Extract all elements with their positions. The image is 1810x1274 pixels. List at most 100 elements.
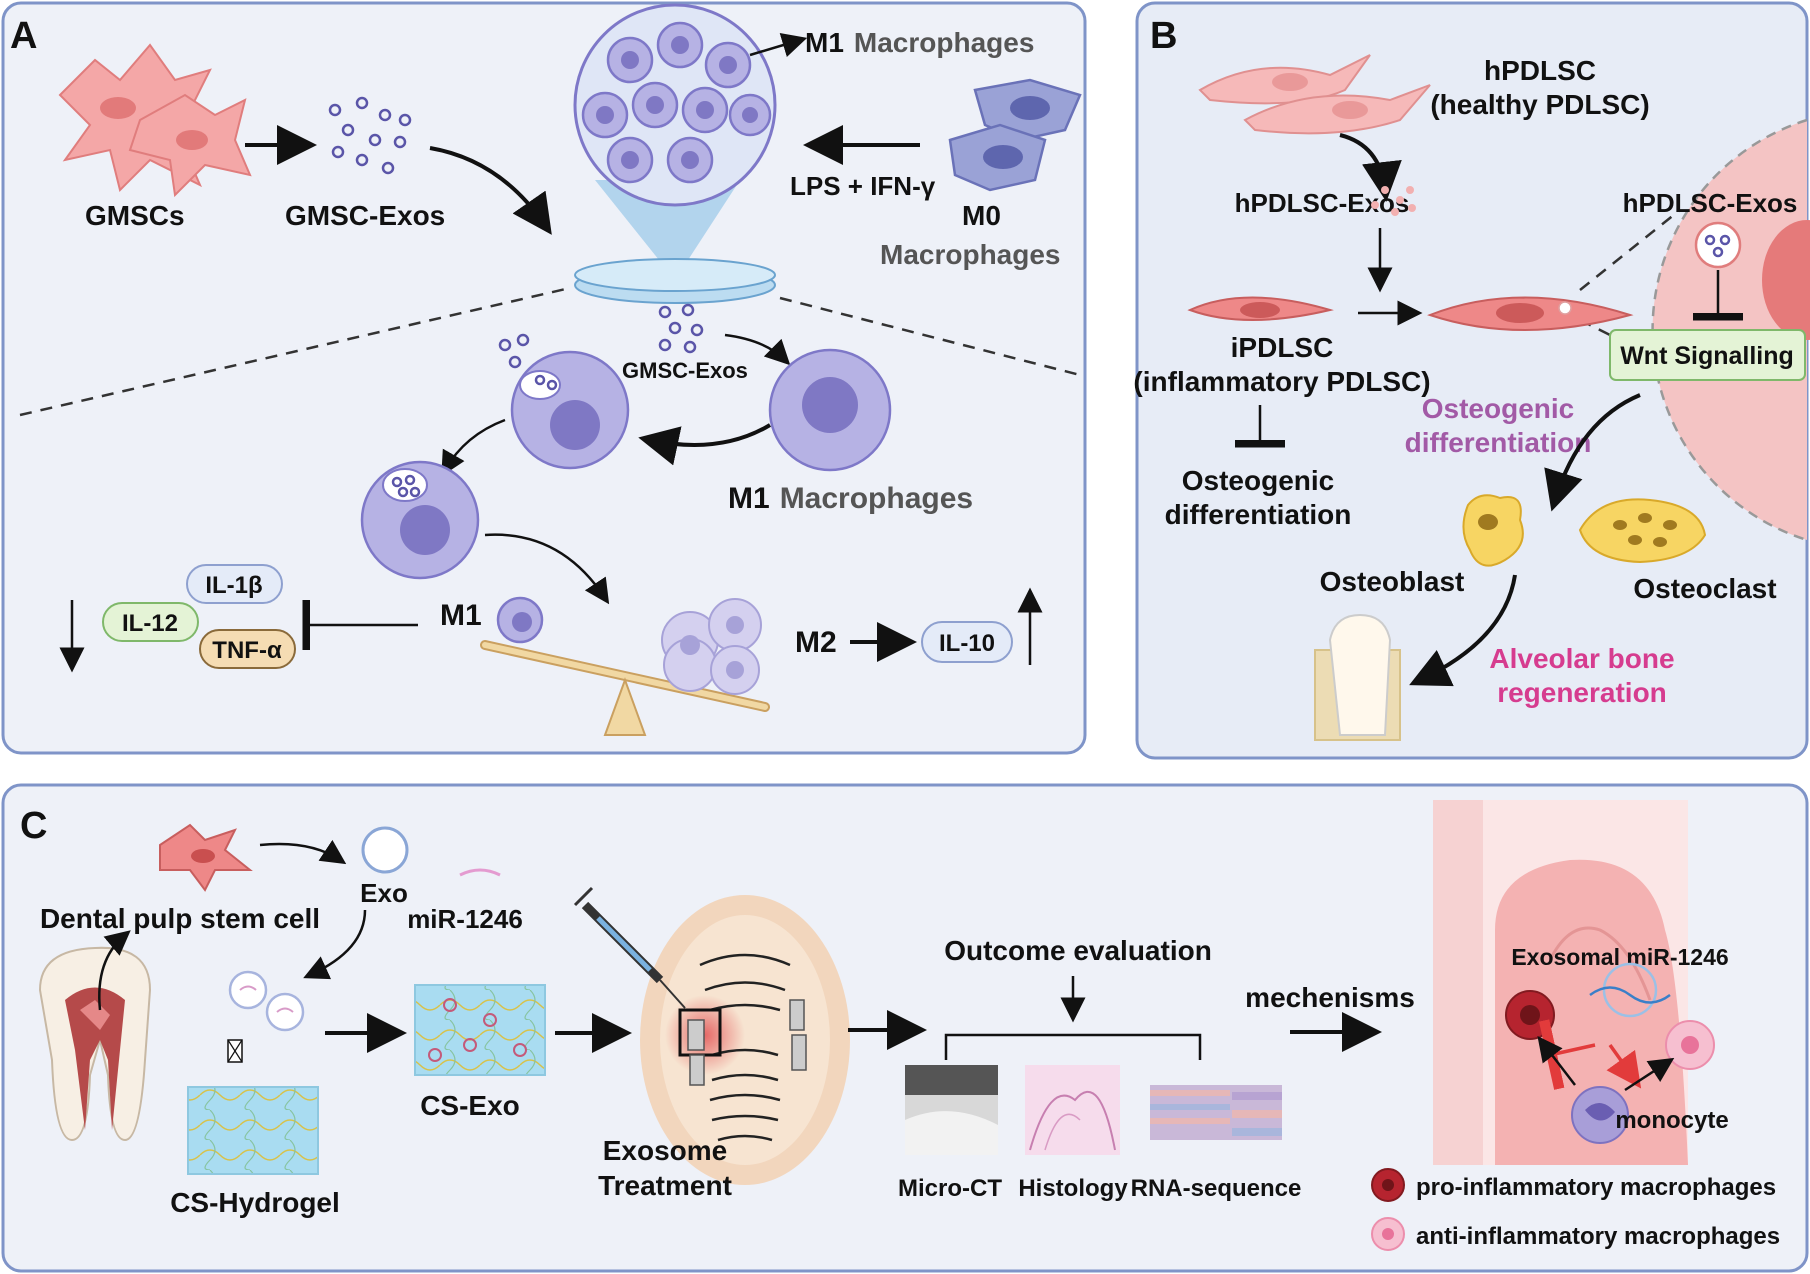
histology-image bbox=[1025, 1065, 1120, 1155]
exo-label: Exo bbox=[360, 878, 408, 908]
promote-anti bbox=[1606, 1043, 1642, 1089]
osteo-diff-label-1: Osteogenic bbox=[1182, 465, 1334, 496]
lps-label: LPS + IFN-γ bbox=[790, 171, 936, 201]
osteo-diff-label-2: differentiation bbox=[1165, 499, 1352, 530]
tooth-bone-icon bbox=[1314, 613, 1401, 741]
m0-macrophages-label: Macrophages bbox=[880, 239, 1061, 270]
arrow-hpdlsc-to-exos bbox=[1339, 133, 1402, 202]
gmsc-exos-label: GMSC-Exos bbox=[285, 200, 445, 231]
hpdlsc-exos-right-label: hPDLSC-Exos bbox=[1623, 188, 1798, 218]
treated-pdlsc-icon bbox=[1427, 296, 1634, 331]
svg-text:IL-1β: IL-1β bbox=[205, 572, 262, 599]
cytokine-il12: IL-12 bbox=[102, 602, 199, 642]
cytokine-tnfa: TNF-α bbox=[199, 629, 296, 669]
arrow-exo-to-mix bbox=[303, 909, 367, 980]
legend-anti: anti-inflammatory macrophages bbox=[1371, 1217, 1780, 1251]
exo-mirna-icon bbox=[228, 970, 305, 1032]
gmsc-exos-small-label: GMSC-Exos bbox=[622, 358, 748, 383]
m1-seesaw-label: M1 bbox=[440, 599, 482, 632]
exos-below-dish-icon bbox=[658, 303, 704, 354]
target-cell-nucleus bbox=[1762, 220, 1810, 340]
arrow-to-seesaw bbox=[484, 533, 610, 605]
mechanisms-label: mechenisms bbox=[1245, 982, 1415, 1013]
palate-treatment-icon bbox=[640, 895, 850, 1185]
arrow-exos-to-m1 bbox=[724, 333, 791, 366]
panel-c-letter: C bbox=[20, 805, 47, 847]
m2-cluster-icon bbox=[661, 598, 762, 695]
cs-exo-label: CS-Exo bbox=[420, 1090, 520, 1121]
panel-b-letter: B bbox=[1150, 15, 1177, 57]
outcome-bracket bbox=[944, 1033, 1202, 1060]
zoom-line-b1 bbox=[1579, 209, 1681, 291]
exosome-rna-icon bbox=[1589, 962, 1671, 1018]
legend-pro: pro-inflammatory macrophages bbox=[1371, 1168, 1776, 1202]
svg-text:Wnt Signalling: Wnt Signalling bbox=[1620, 342, 1794, 370]
panel-a-letter: A bbox=[10, 15, 37, 57]
osteoclast-icon bbox=[1578, 498, 1707, 564]
panel-a: A GMSCs GMSC-Exos bbox=[1, 1, 1087, 755]
m2-label: M2 bbox=[795, 626, 837, 659]
cytokine-il1b: IL-1β bbox=[186, 564, 283, 604]
m0-macrophage-icon bbox=[948, 78, 1082, 192]
mir-label: miR-1246 bbox=[407, 904, 523, 934]
arrow-tooth-to-dpsc bbox=[98, 930, 131, 1011]
cytokine-il10: IL-10 bbox=[921, 621, 1013, 663]
m1-small-cell-icon bbox=[496, 596, 544, 644]
arrow-uptake-to-internal bbox=[441, 418, 506, 477]
osteoblast-icon bbox=[1462, 494, 1524, 567]
ipdlsc-cell-icon bbox=[1187, 296, 1334, 321]
histology-label: Histology bbox=[1018, 1175, 1128, 1202]
cs-hydrogel-label: CS-Hydrogel bbox=[170, 1187, 340, 1218]
arrow-to-tooth bbox=[1409, 574, 1517, 687]
hpdlsc-healthy-label: (healthy PDLSC) bbox=[1430, 89, 1649, 120]
exos-vesicle-icon bbox=[1694, 221, 1742, 269]
alveolar-label-2: regeneration bbox=[1497, 677, 1667, 708]
exosome-label: Exosome bbox=[603, 1135, 728, 1166]
alveolar-label-1: Alveolar bone bbox=[1489, 643, 1674, 674]
gmsc-cells-icon bbox=[58, 43, 252, 198]
hpdlsc-exos-label: hPDLSC-Exos bbox=[1235, 188, 1410, 218]
pro-inflam-macrophage-icon bbox=[1505, 990, 1555, 1040]
m1-macrophage-large-icon bbox=[768, 348, 892, 472]
svg-text:IL-10: IL-10 bbox=[939, 630, 995, 657]
panel-b: B hPDLSC (healthy PDLSC) hPDLSC-Exos iPD… bbox=[1133, 1, 1810, 760]
arrow-monocyte-to-pro bbox=[1537, 1036, 1576, 1086]
svg-text:TNF-α: TNF-α bbox=[212, 637, 282, 664]
cs-exo-icon bbox=[414, 984, 546, 1076]
hpdlsc-label: hPDLSC bbox=[1484, 55, 1596, 86]
tooth-icon bbox=[38, 946, 152, 1142]
dpsc-label: Dental pulp stem cell bbox=[40, 903, 320, 934]
m0-label: M0 bbox=[962, 200, 1001, 231]
arrow-exos-to-dish bbox=[429, 146, 552, 235]
mirna-icon bbox=[459, 868, 501, 877]
wnt-signalling-box: Wnt Signalling bbox=[1609, 329, 1806, 381]
m1-uptake-icon bbox=[498, 333, 630, 470]
exo-vesicle-icon bbox=[361, 826, 409, 874]
arrow-to-m1-label bbox=[749, 33, 808, 58]
arrow-wnt-to-osteoblast bbox=[1544, 393, 1641, 512]
zoom-line-right bbox=[779, 296, 1081, 377]
svg-text:IL-12: IL-12 bbox=[122, 610, 178, 637]
arrow-m1-to-uptake bbox=[638, 423, 772, 466]
ipdlsc-inflammatory-label: (inflammatory PDLSC) bbox=[1133, 366, 1430, 397]
osteo-diff-purple-1: Osteogenic bbox=[1422, 393, 1574, 424]
osteoclast-label: Osteoclast bbox=[1633, 573, 1776, 604]
zoom-line-left bbox=[19, 286, 571, 417]
seesaw-icon bbox=[480, 640, 770, 736]
monocyte-label: monocyte bbox=[1615, 1107, 1728, 1134]
rnaseq-label: RNA-sequence bbox=[1131, 1175, 1302, 1202]
hpdlsc-exos-dots-icon bbox=[1371, 186, 1416, 216]
hpdlsc-cells-icon bbox=[1198, 54, 1431, 135]
rnaseq-heatmap bbox=[1150, 1085, 1282, 1140]
svg-text:anti-inflammatory macrophages: anti-inflammatory macrophages bbox=[1416, 1223, 1780, 1250]
ipdlsc-label: iPDLSC bbox=[1231, 332, 1334, 363]
arrow-monocyte-to-anti bbox=[1624, 1057, 1675, 1092]
outcome-label: Outcome evaluation bbox=[944, 935, 1212, 966]
m1-internalized-icon bbox=[360, 460, 480, 580]
microct-label: Micro-CT bbox=[898, 1175, 1002, 1202]
m1-magnified-circle bbox=[573, 3, 777, 280]
petri-dish-icon bbox=[574, 258, 776, 304]
